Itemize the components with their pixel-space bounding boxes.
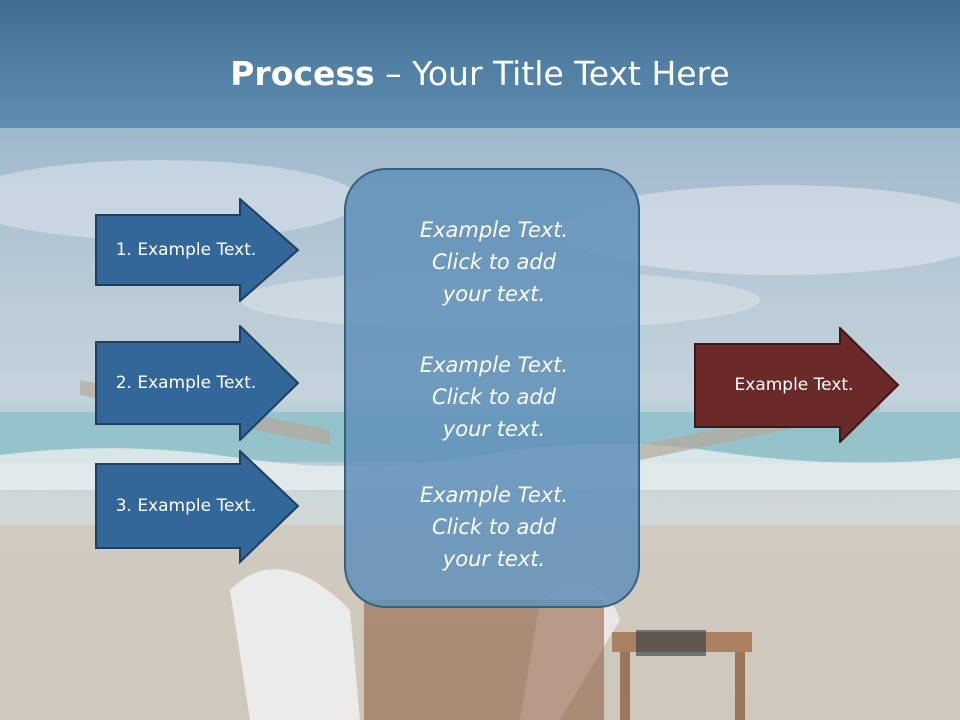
panel-block-2: Example Text. Click to add your text. [346, 349, 642, 445]
panel-block-3-line-3: your text. [442, 547, 546, 571]
output-arrow[interactable]: Example Text. [694, 327, 900, 443]
title-bar [0, 0, 960, 128]
step-arrow-3[interactable]: 3. Example Text. [95, 450, 300, 565]
arrow-right-icon [95, 450, 300, 565]
title-rest: – Your Title Text Here [374, 54, 730, 93]
step-label-1: 1. Example Text. [115, 240, 257, 260]
center-text-panel[interactable]: Example Text. Click to add your text. Ex… [344, 168, 640, 608]
panel-block-2-line-2: Click to add [431, 385, 556, 409]
step-label-2: 2. Example Text. [115, 373, 257, 393]
panel-block-3-line-2: Click to add [431, 515, 556, 539]
step-arrow-2[interactable]: 2. Example Text. [95, 325, 300, 441]
title-bold: Process [230, 54, 375, 93]
panel-block-1-line-3: your text. [442, 282, 546, 306]
step-label-3: 3. Example Text. [115, 496, 257, 516]
panel-block-2-line-3: your text. [442, 417, 546, 441]
panel-block-3: Example Text. Click to add your text. [346, 479, 642, 575]
arrow-right-icon [694, 327, 900, 443]
arrow-right-icon [95, 198, 300, 302]
output-label: Example Text. [734, 375, 854, 395]
panel-block-1-line-1: Example Text. [419, 218, 569, 242]
panel-block-3-line-1: Example Text. [419, 483, 569, 507]
panel-block-2-line-1: Example Text. [419, 353, 569, 377]
step-arrow-1[interactable]: 1. Example Text. [95, 198, 300, 302]
panel-block-1: Example Text. Click to add your text. [346, 214, 642, 310]
panel-block-1-line-2: Click to add [431, 250, 556, 274]
arrow-right-icon [95, 325, 300, 441]
slide-title[interactable]: Process – Your Title Text Here [0, 52, 960, 96]
